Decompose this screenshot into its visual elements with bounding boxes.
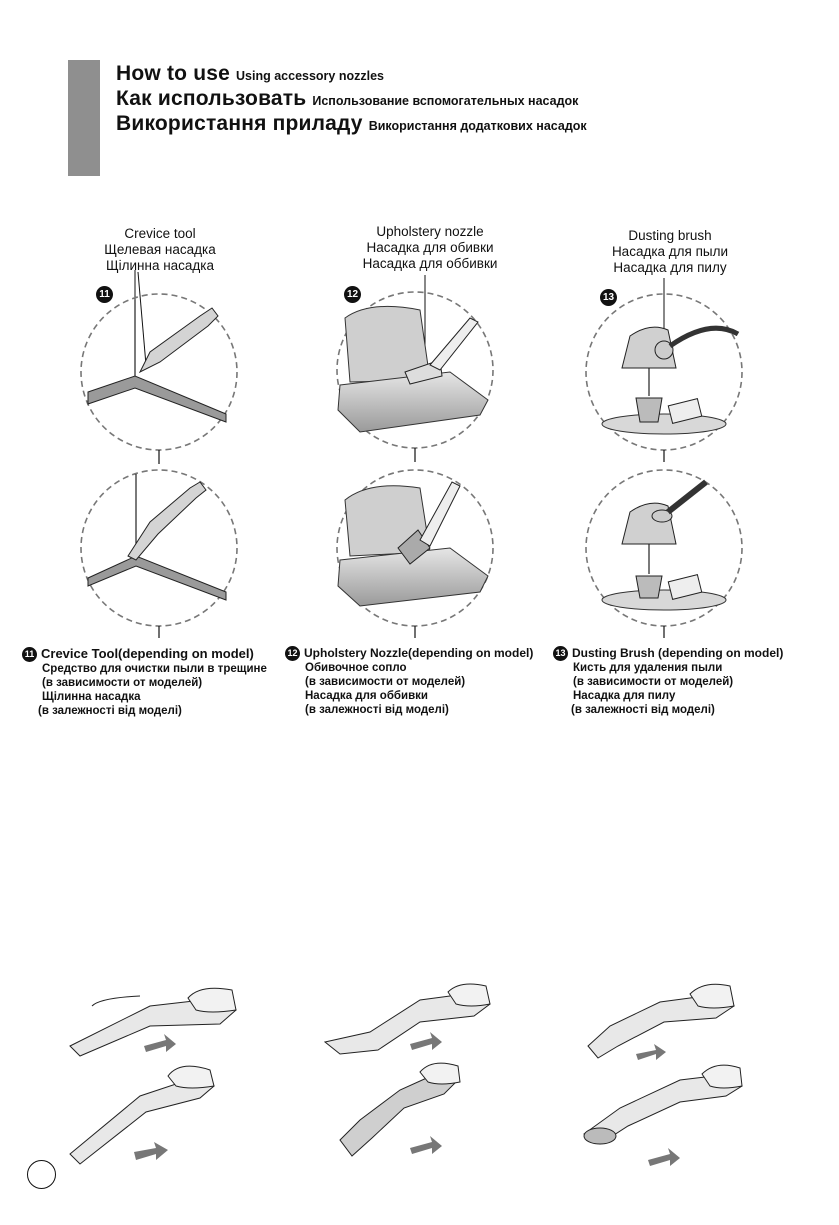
caption-number: 11 <box>22 647 37 662</box>
attachment-handle-illustrations <box>0 980 839 1180</box>
caption-line: (в залежності від моделі) <box>571 703 783 717</box>
caption-number: 12 <box>285 646 300 661</box>
dusting-brush-illustration <box>586 278 742 638</box>
caption-line: (в зависимости от моделей) <box>42 676 267 690</box>
upholstery-nozzle-illustration <box>337 275 493 638</box>
caption-crevice: 11 Crevice Tool(depending on model) Средс… <box>22 646 267 718</box>
caption-line: Средство для очистки пыли в трещине <box>42 662 267 676</box>
caption-title: Dusting Brush (depending on model) <box>572 646 783 660</box>
caption-line: Насадка для оббивки <box>305 689 533 703</box>
caption-line: (в зависимости от моделей) <box>573 675 783 689</box>
caption-line: Щілинна насадка <box>42 690 267 704</box>
usage-illustrations <box>0 0 839 700</box>
caption-title: Crevice Tool(depending on model) <box>41 646 254 661</box>
page-number-circle <box>27 1160 56 1189</box>
caption-line: Насадка для пилу <box>573 689 783 703</box>
caption-dusting: 13 Dusting Brush (depending on model) Кис… <box>553 646 783 717</box>
caption-title: Upholstery Nozzle(depending on model) <box>304 646 533 660</box>
crevice-tool-illustration <box>81 270 237 638</box>
caption-line: (в залежності від моделі) <box>305 703 533 717</box>
caption-line: Кисть для удаления пыли <box>573 661 783 675</box>
caption-line: Обивочное сопло <box>305 661 533 675</box>
caption-line: (в залежності від моделі) <box>38 704 267 718</box>
caption-line: (в зависимости от моделей) <box>305 675 533 689</box>
caption-number: 13 <box>553 646 568 661</box>
